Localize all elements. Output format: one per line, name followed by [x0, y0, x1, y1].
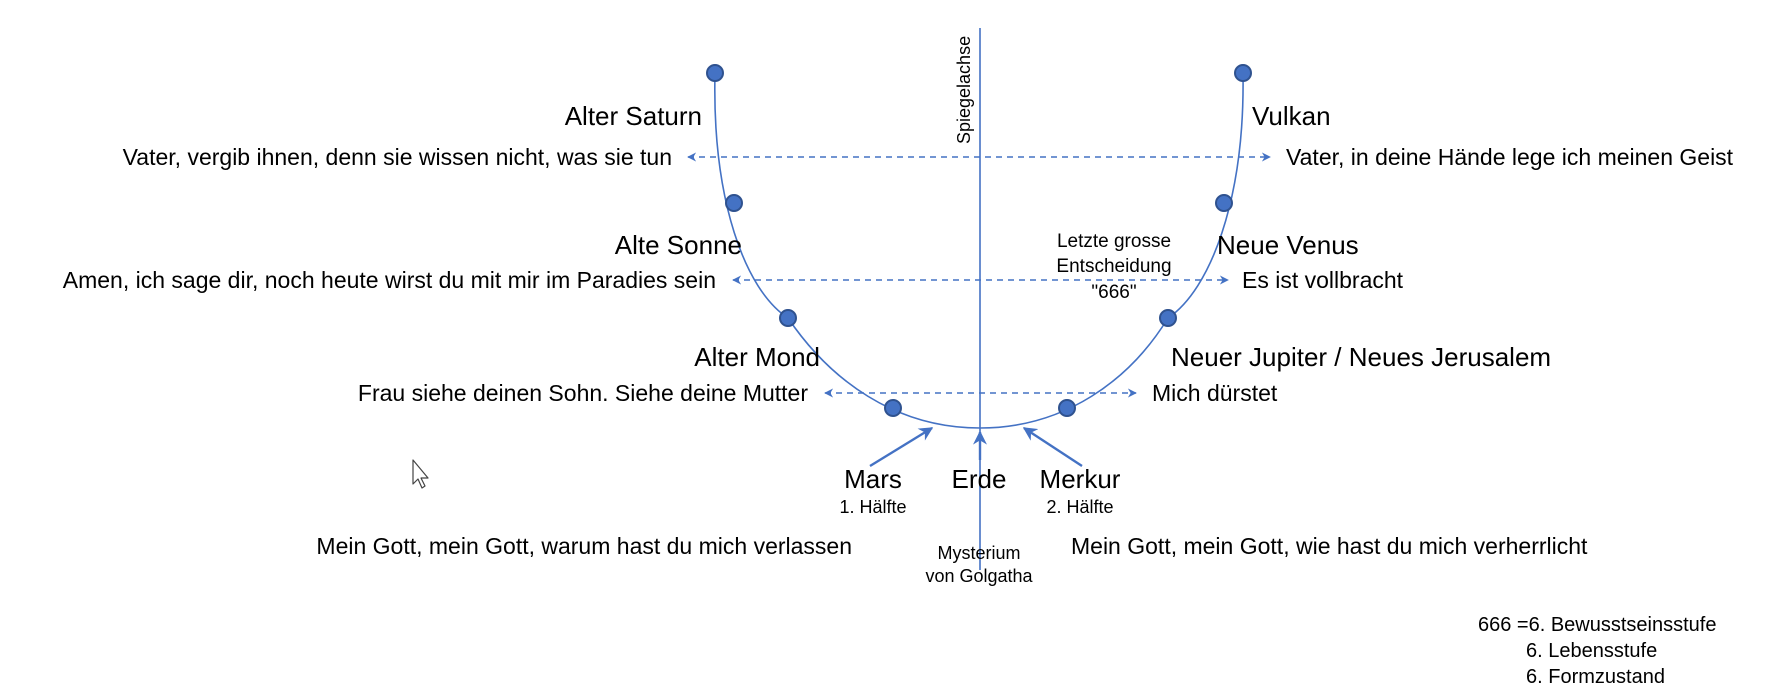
legend-line-2: 6. Lebensstufe: [1526, 640, 1658, 662]
legend-666: 666 =6. Bewusstseinsstufe 6. Lebensstufe…: [1478, 612, 1716, 690]
mouse-pointer-icon: [412, 459, 429, 489]
decision-note-line2: Entscheidung: [1056, 256, 1171, 277]
planet-label-neuer-jupiter: Neuer Jupiter / Neues Jerusalem: [1171, 342, 1551, 372]
planet-label-erde: Erde: [952, 464, 1007, 494]
arrow-merkur: [1022, 426, 1083, 468]
decision-note-line1: Letzte grosse: [1057, 231, 1171, 252]
mirror-axis-label: Spiegelachse: [954, 36, 974, 144]
merkur-sub-label: 2. Hälfte: [1046, 497, 1113, 517]
word-label-venus: Es ist vollbracht: [1242, 267, 1404, 293]
node-neuer-jupiter: [1159, 309, 1177, 327]
node-alter-saturn: [706, 64, 724, 82]
planet-label-alter-mond: Alter Mond: [694, 342, 820, 372]
word-label-mond: Frau siehe deinen Sohn. Siehe deine Mutt…: [358, 380, 808, 406]
planet-label-alte-sonne: Alte Sonne: [615, 230, 742, 260]
node-mars: [884, 399, 902, 417]
node-merkur: [1058, 399, 1076, 417]
word-label-saturn: Vater, vergib ihnen, denn sie wissen nic…: [123, 144, 672, 170]
word-label-sonne: Amen, ich sage dir, noch heute wirst du …: [63, 267, 716, 293]
word-label-bottom-left: Mein Gott, mein Gott, warum hast du mich…: [316, 533, 852, 559]
mysterium-label-line1: Mysterium: [937, 543, 1020, 563]
planet-label-alter-saturn: Alter Saturn: [565, 101, 702, 131]
node-vulkan: [1234, 64, 1252, 82]
word-label-vulkan: Vater, in deine Hände lege ich meinen Ge…: [1286, 144, 1734, 170]
mars-sub-label: 1. Hälfte: [839, 497, 906, 517]
word-label-jupiter: Mich dürstet: [1152, 380, 1278, 406]
planet-label-neue-venus: Neue Venus: [1217, 230, 1359, 260]
stage-nodes: [706, 64, 1252, 417]
evolution-curve: [714, 72, 1244, 429]
node-alter-mond: [779, 309, 797, 327]
arrow-mars: [869, 426, 934, 468]
decision-note-line3: "666": [1091, 282, 1136, 303]
legend-line-3: 6. Formzustand: [1526, 666, 1665, 688]
mysterium-label-line2: von Golgatha: [925, 566, 1033, 586]
word-label-bottom-right: Mein Gott, mein Gott, wie hast du mich v…: [1071, 533, 1588, 559]
node-alte-sonne: [725, 194, 743, 212]
legend-line-1: 666 =6. Bewusstseinsstufe: [1478, 614, 1717, 636]
planet-label-merkur: Merkur: [1040, 464, 1121, 494]
planet-label-vulkan: Vulkan: [1252, 101, 1331, 131]
node-neue-venus: [1215, 194, 1233, 212]
planet-label-mars: Mars: [844, 464, 902, 494]
